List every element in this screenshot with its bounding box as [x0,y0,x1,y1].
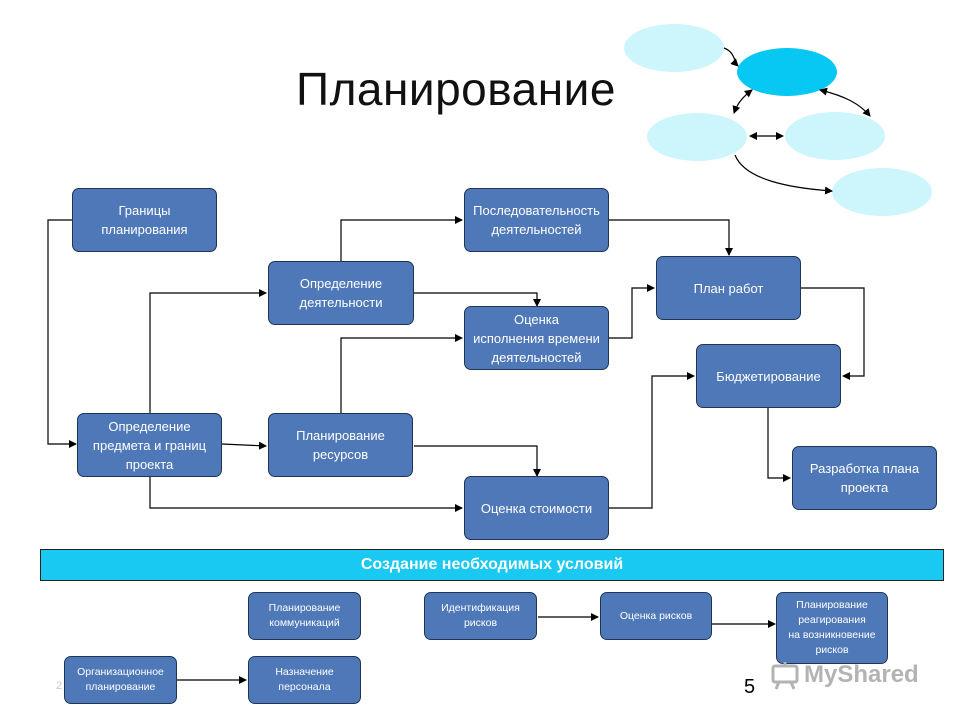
box-communications-planning: Планирование коммуникаций [248,592,361,640]
box-plan-development: Разработка плана проекта [792,446,937,510]
box-risk-identification: Идентификация рисков [424,592,537,640]
box-planning-scope: Границы планирования [72,188,217,252]
box-risk-response-planning: Планирование реагирования на возникновен… [776,592,888,664]
page-number: 5 [744,676,756,698]
box-scope-definition: Определение предмета и границ проекта [77,413,222,477]
box-risk-assessment: Оценка рисков [600,592,712,640]
slide-index-fragment: 2 [56,680,63,692]
watermark: MyShared [770,660,919,690]
box-resource-planning: Планирование ресурсов [268,413,413,477]
box-activity-definition: Определение деятельности [268,261,414,325]
box-organizational-planning: Организационное планирование [64,656,177,704]
presentation-board-icon [771,662,799,690]
box-work-plan: План работ [656,256,801,320]
watermark-text: MyShared [804,661,919,688]
ellipse-cluster-icon [624,24,932,216]
page-title: Планирование [296,63,616,115]
box-staff-assignment: Назначение персонала [248,656,361,704]
box-budgeting: Бюджетирование [696,344,841,408]
box-activity-sequencing: Последовательность деятельностей [464,188,609,252]
box-time-estimation: Оценка исполнения времени деятельностей [464,306,609,370]
box-cost-estimation: Оценка стоимости [464,476,609,540]
facilitating-processes-banner: Создание необходимых условий [40,549,944,581]
